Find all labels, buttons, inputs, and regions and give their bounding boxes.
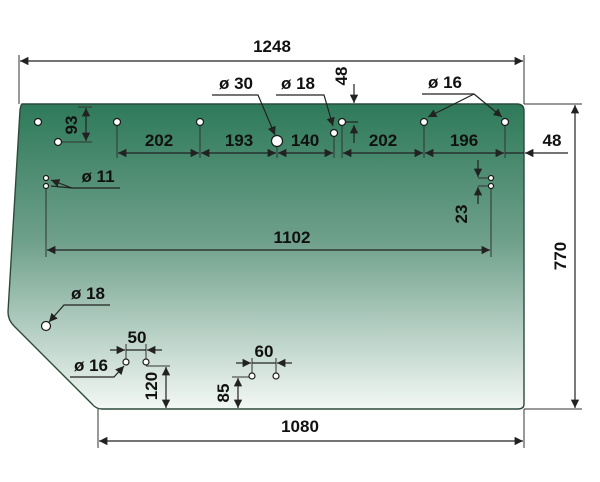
dim-spacing-2: 193 [225,131,253,150]
hole-row-2 [195,117,205,127]
dim-left-hole-height: 93 [62,116,81,135]
label-d16-bottom: ø 16 [74,356,108,375]
label-d30: ø 30 [219,74,253,93]
label-d16-top: ø 16 [428,73,462,92]
dim-spacing-4: 202 [369,131,397,150]
hole-right-a [487,174,495,182]
dim-overall-height: 770 [551,242,570,270]
hole-d18-top [329,128,339,138]
hole-right-b [487,182,495,190]
label-d18-left: ø 18 [71,284,105,303]
holes [33,117,510,380]
dim-right-offset: 48 [543,131,562,150]
glass-panel-outline [7,103,525,410]
dim-overall-width-top: 1248 [253,37,291,56]
dimension-labels: 1248 1080 770 202 193 140 202 196 48 48 … [62,37,570,436]
dimension-lines [20,56,580,446]
leader-lines [48,93,503,378]
dim-top-offset: 48 [332,67,351,86]
extension-lines [18,55,582,448]
hole-d30 [270,134,284,148]
label-d18-top: ø 18 [281,74,315,93]
dim-spacing-3: 140 [291,131,319,150]
label-d11: ø 11 [81,167,114,186]
hole-row-1 [112,117,122,127]
hole-d16-bottom [122,358,130,366]
hole-d11-b [42,182,50,190]
dim-small-hole-span: 1102 [274,228,311,247]
dim-spacing-1: 202 [145,131,173,150]
hole-bottom-50b [142,358,150,366]
hole-top-left [33,117,43,127]
dim-spacing-5: 196 [450,131,478,150]
hole-bottom-60a [248,372,256,380]
hole-bottom-60b [272,372,280,380]
dim-lower-left-spacing: 50 [128,328,147,347]
hole-left-93 [53,137,63,147]
dim-small-hole-gap: 23 [452,205,471,224]
hole-d11-a [42,174,50,182]
hole-row-7 [500,117,510,127]
hole-48-top [337,117,347,127]
dim-lower-left-height: 120 [142,372,161,400]
hole-row-6 [419,117,429,127]
dim-lower-mid-spacing: 60 [255,342,274,361]
hole-d18-left [40,320,52,332]
dim-lower-mid-height: 85 [214,384,233,403]
dim-overall-width-bottom: 1080 [281,417,319,436]
